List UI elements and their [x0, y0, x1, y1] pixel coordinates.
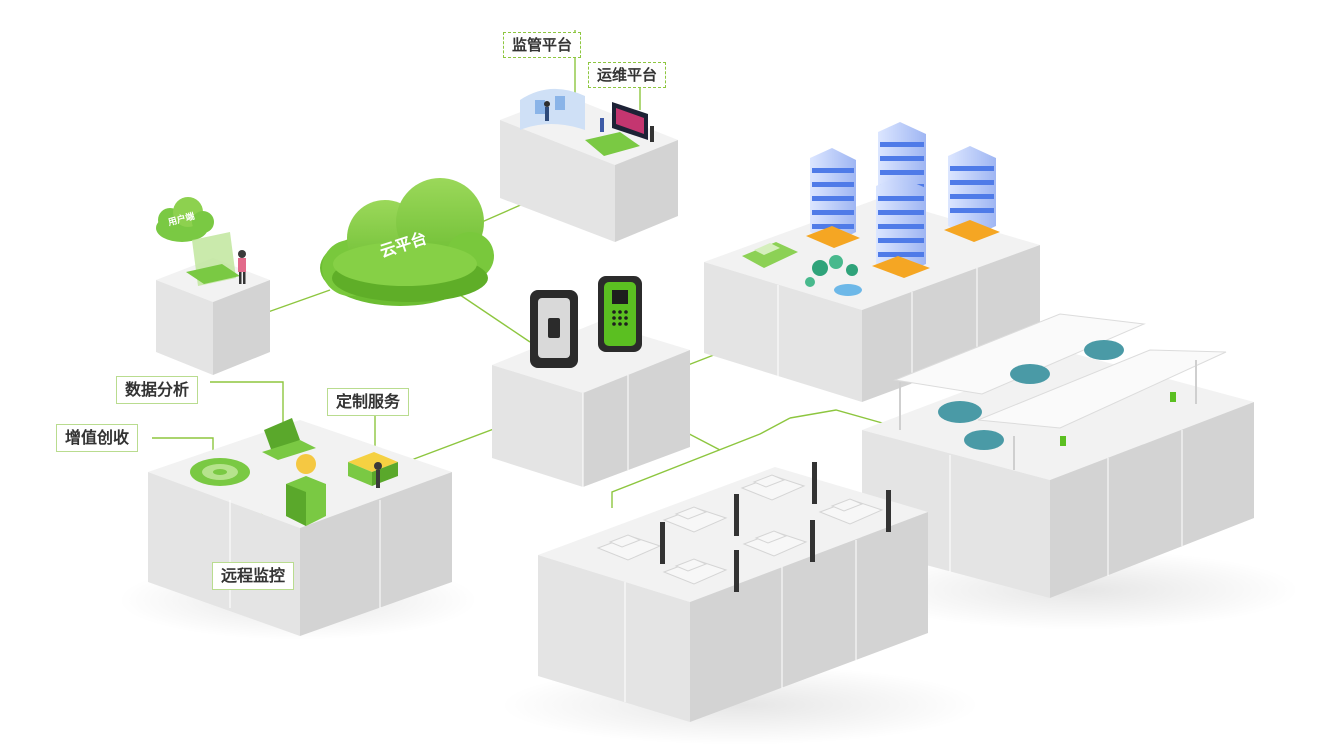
operation-platform-tag: 运维平台 — [588, 62, 667, 88]
user-cloud-icon — [156, 197, 214, 242]
ops-screen-icon — [585, 102, 654, 156]
monitor-wall-icon — [520, 88, 585, 130]
user-side-cube — [156, 197, 270, 375]
parked-cars — [596, 474, 884, 585]
remote-monitoring-tag: 远程监控 — [212, 562, 295, 590]
car-icon — [818, 498, 884, 525]
cloud-platform-icon — [320, 178, 494, 306]
gift-box-icon — [348, 452, 398, 488]
car-icon — [662, 558, 728, 585]
target-icon — [190, 458, 250, 486]
park-icon — [805, 255, 862, 296]
value-added-revenue-tag: 增值创收 — [56, 424, 139, 452]
data-analysis-tag: 数据分析 — [116, 376, 199, 404]
custom-service-tag: 定制服务 — [327, 388, 410, 416]
car-icon — [742, 530, 808, 557]
car-icon — [742, 242, 798, 268]
services-cube — [148, 420, 452, 636]
tablet-icon — [186, 264, 240, 284]
lightbulb-icon — [286, 454, 326, 526]
building-icon — [872, 176, 930, 278]
charger-cube — [492, 276, 690, 487]
charger-station-icon — [598, 276, 642, 352]
carport-icon — [893, 313, 1227, 470]
charging-posts — [660, 462, 891, 592]
car-icon — [740, 474, 806, 501]
laptop-icon — [262, 418, 316, 460]
platform-cube — [500, 88, 678, 242]
building-icon — [806, 148, 860, 248]
supervision-platform-tag: 监管平台 — [503, 32, 582, 58]
person-icon — [238, 250, 246, 284]
charger-station-icon — [530, 290, 578, 368]
car-icon — [662, 506, 728, 533]
building-icon — [944, 146, 1000, 242]
parking-cube — [538, 467, 928, 722]
